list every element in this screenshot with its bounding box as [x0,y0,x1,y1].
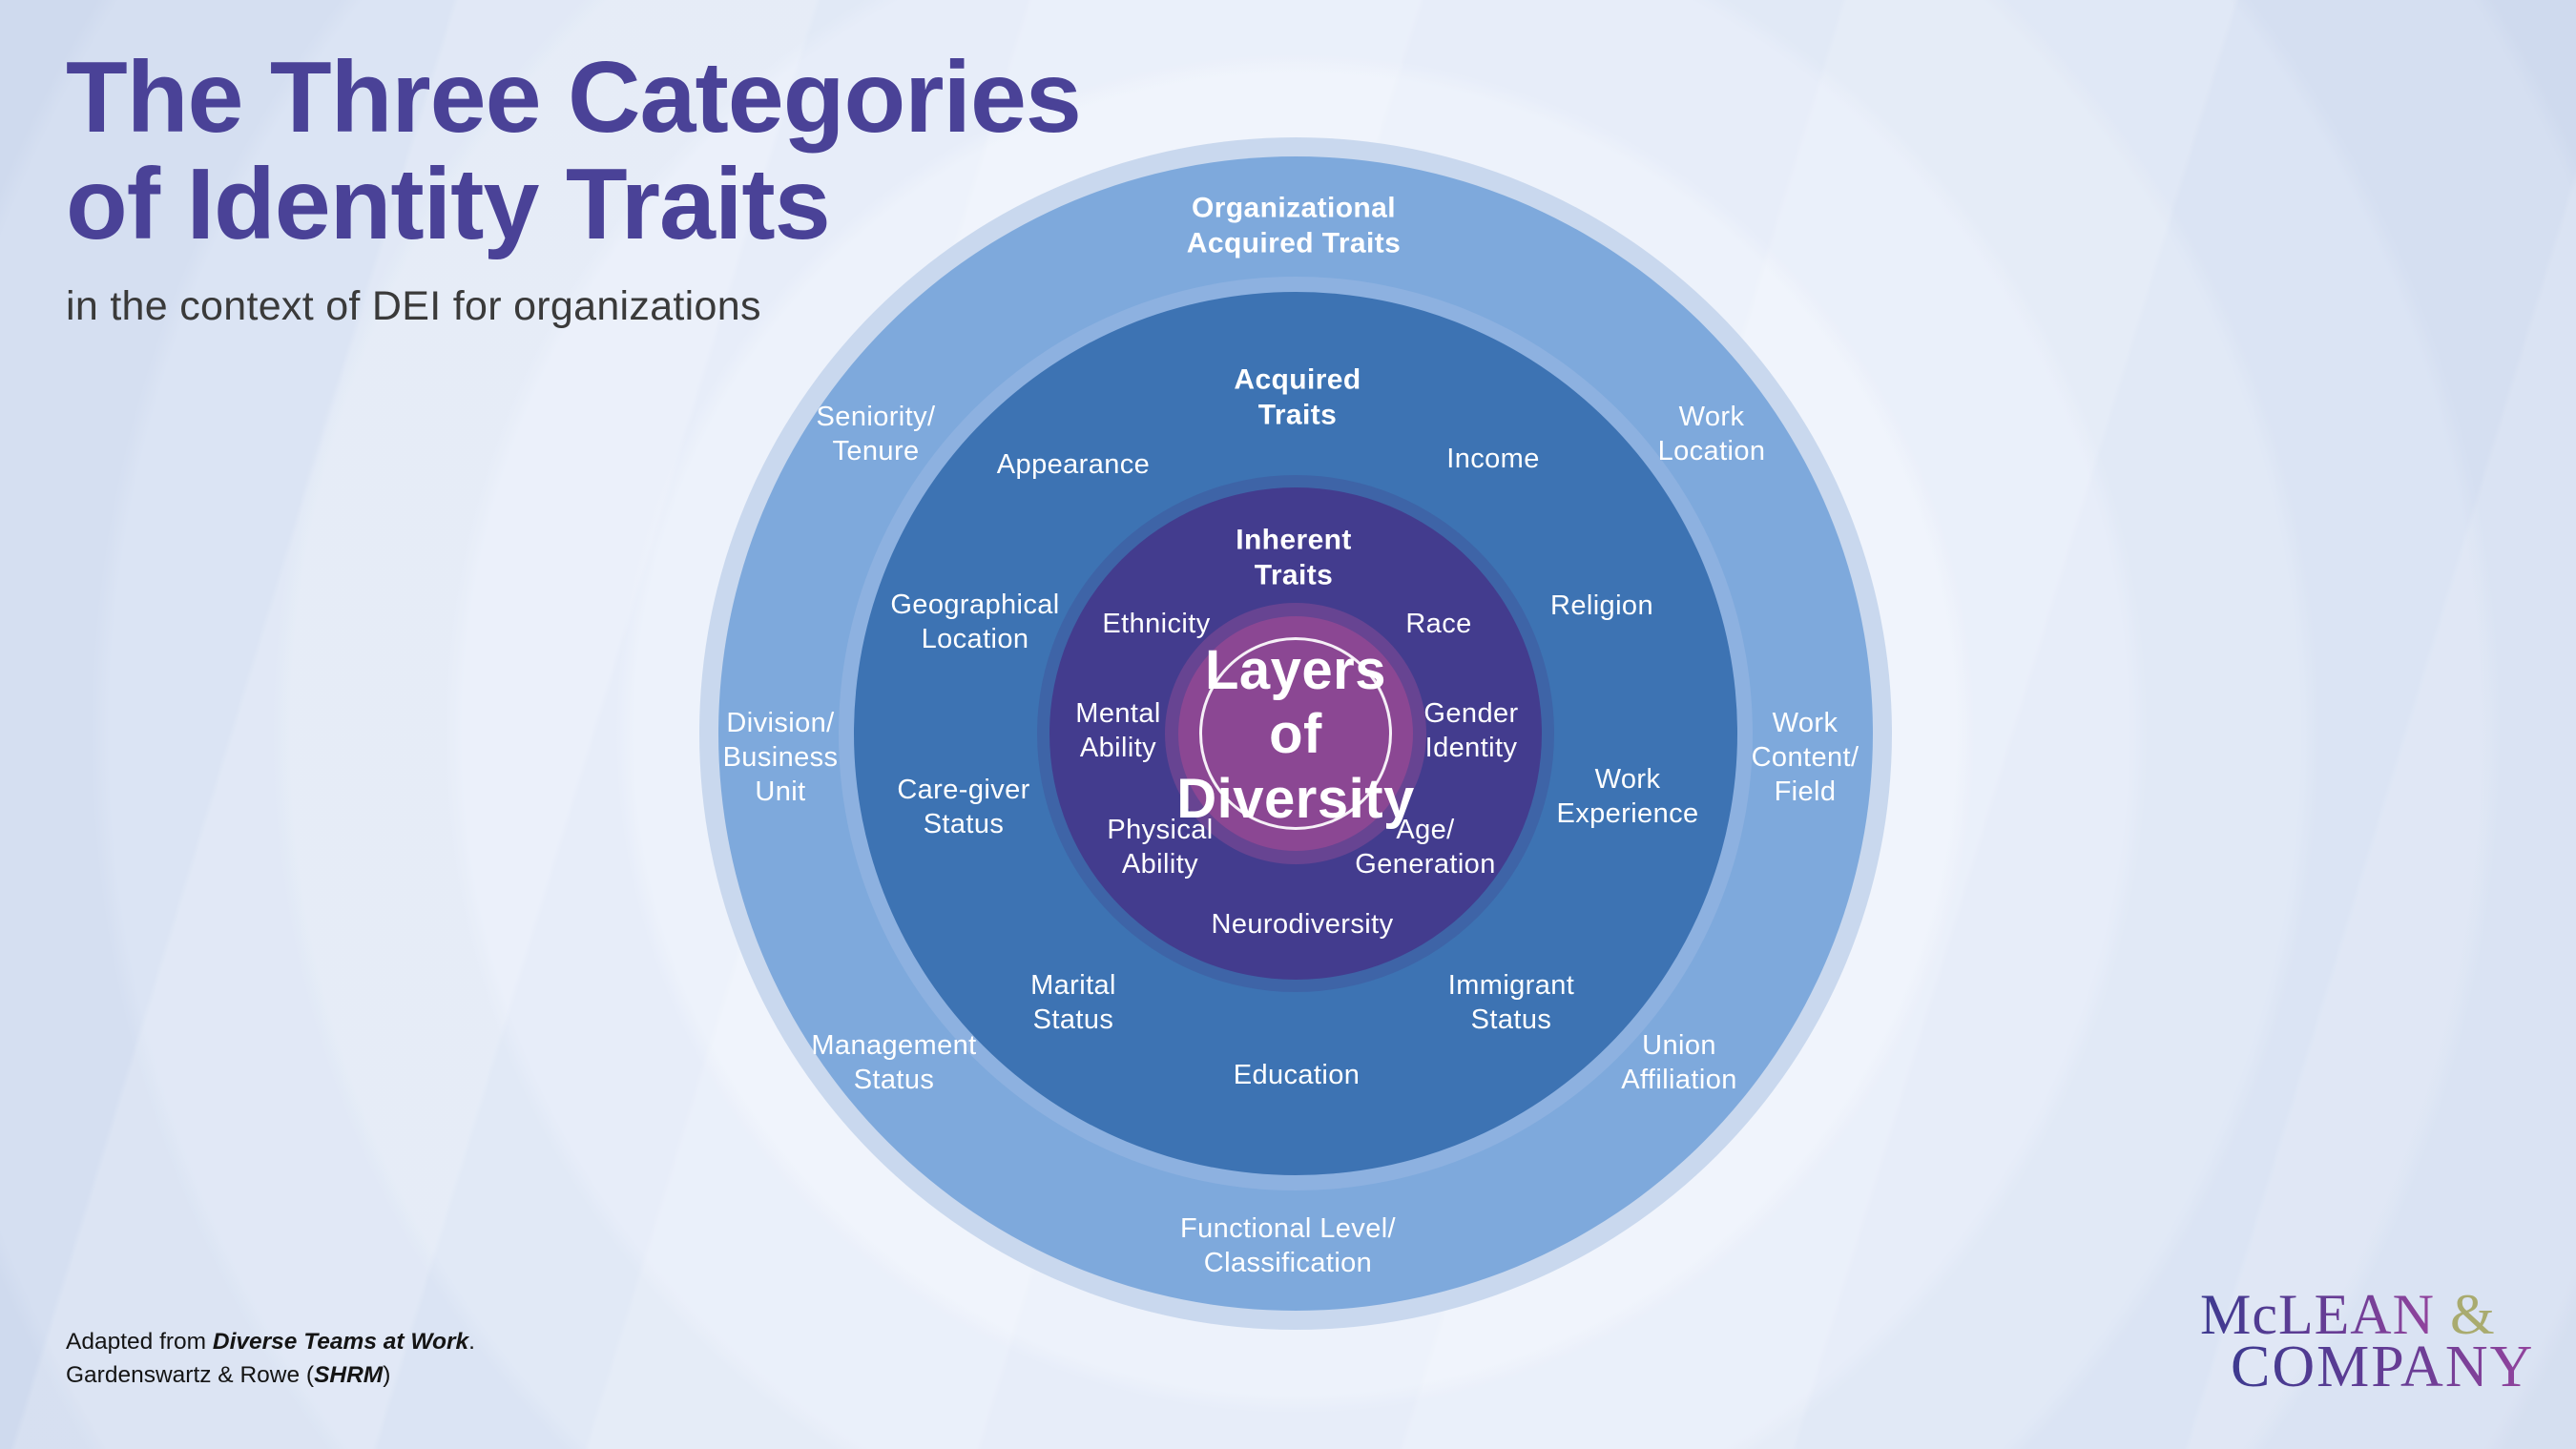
trait-immigrant-status: Immigrant Status [1447,970,1575,1035]
page-subtitle: in the context of DEI for organizations [66,282,761,329]
trait-work-experience: Work Experience [1556,764,1699,829]
trait-gender-identity: Gender Identity [1423,698,1519,763]
attribution-source-title: Diverse Teams at Work [212,1329,469,1355]
trait-geographical-location: Geographical Location [890,590,1060,654]
trait-union-affiliation: Union Affiliation [1621,1030,1737,1095]
trait-mental-ability: Mental Ability [1075,698,1161,763]
page-title-line1: The Three Categories [66,41,1082,154]
trait-ethnicity: Ethnicity [1102,609,1211,640]
trait-functional-level-classification: Functional Level/ Classification [1179,1213,1397,1278]
trait-marital-status: Marital Status [1030,970,1116,1035]
attribution: Adapted from Diverse Teams at Work. Gard… [66,1326,475,1393]
logo-line2: COMPANY [2231,1335,2535,1399]
trait-work-content-field: Work Content/ Field [1751,708,1859,807]
attribution-line1: Adapted from Diverse Teams at Work. [66,1329,475,1355]
trait-division-business-unit: Division/ Business Unit [722,708,839,807]
trait-physical-ability: Physical Ability [1107,815,1214,880]
logo-line1: McLEAN & [2200,1283,2496,1346]
trait-care-giver-status: Care-giver Status [897,775,1030,839]
trait-appearance: Appearance [996,449,1151,481]
trait-neurodiversity: Neurodiversity [1211,909,1394,941]
page-title: The Three Categories of Identity Traits [66,41,1082,261]
trait-education: Education [1233,1060,1361,1091]
center-label: Layers of Diversity [1176,639,1415,830]
trait-work-location: Work Location [1657,402,1766,466]
center-white-ring [1199,637,1392,830]
trait-age-generation: Age/ Generation [1355,815,1496,880]
logo-ampersand: & [2449,1283,2496,1346]
header-organizational-acquired-traits: Organizational Acquired Traits [1186,192,1402,259]
mclean-company-logo: McLEAN & COMPANY [2200,1286,2534,1397]
trait-seniority-tenure: Seniority/ Tenure [816,402,936,466]
header-acquired-traits: Acquired Traits [1234,363,1361,430]
header-inherent-traits: Inherent Traits [1236,524,1352,590]
trait-religion: Religion [1550,590,1653,622]
title-block: The Three Categories of Identity Traits … [66,41,1082,330]
page-title-line2: of Identity Traits [66,148,831,261]
trait-race: Race [1405,609,1472,640]
trait-income: Income [1446,444,1540,475]
attribution-shrm: SHRM [314,1361,384,1388]
attribution-line2: Gardenswartz & Rowe (SHRM) [66,1361,391,1388]
trait-management-status: Management Status [811,1030,977,1095]
